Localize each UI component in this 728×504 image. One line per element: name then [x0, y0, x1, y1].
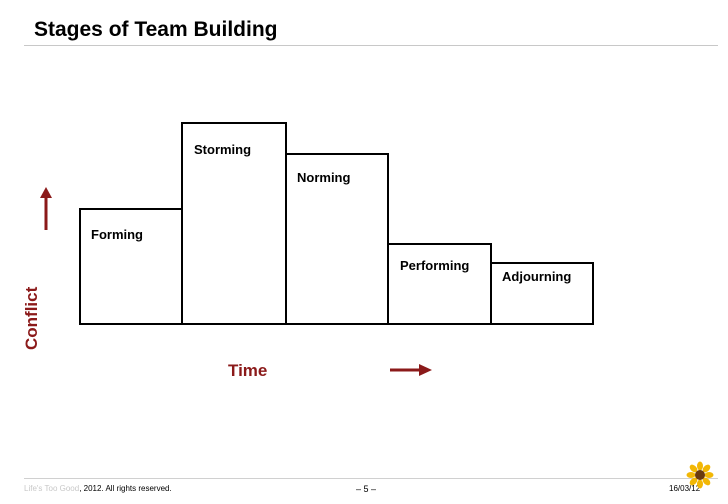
page-number: – 5 – — [356, 484, 377, 494]
footer-brand: Life's Too Good — [24, 484, 80, 493]
stage-storming-label: Storming — [194, 142, 252, 157]
footer-rights: , 2012. All rights reserved. — [79, 484, 172, 493]
stage-norming-label: Norming — [297, 170, 351, 185]
time-arrow-icon — [390, 364, 432, 376]
stage-storming-box — [181, 122, 287, 325]
page-title: Stages of Team Building — [34, 18, 278, 41]
sunflower-icon — [686, 461, 714, 489]
footer-copyright: Life's Too Good, 2012. All rights reserv… — [24, 484, 172, 493]
y-axis-label: Conflict — [22, 286, 41, 350]
x-axis-label: Time — [228, 361, 268, 380]
stage-forming-box — [79, 208, 183, 325]
conflict-arrow-icon — [40, 187, 52, 230]
footer-date: 16/03/12 — [669, 484, 701, 493]
stage-forming-label: Forming — [91, 227, 143, 242]
stage-performing-label: Performing — [400, 258, 470, 273]
stage-adjourning-box — [490, 262, 594, 325]
stage-performing-box — [387, 243, 492, 325]
stage-norming-box — [285, 153, 389, 325]
title-divider — [24, 45, 718, 46]
stage-adjourning-label: Adjourning — [502, 269, 572, 284]
footer-divider — [24, 478, 718, 479]
